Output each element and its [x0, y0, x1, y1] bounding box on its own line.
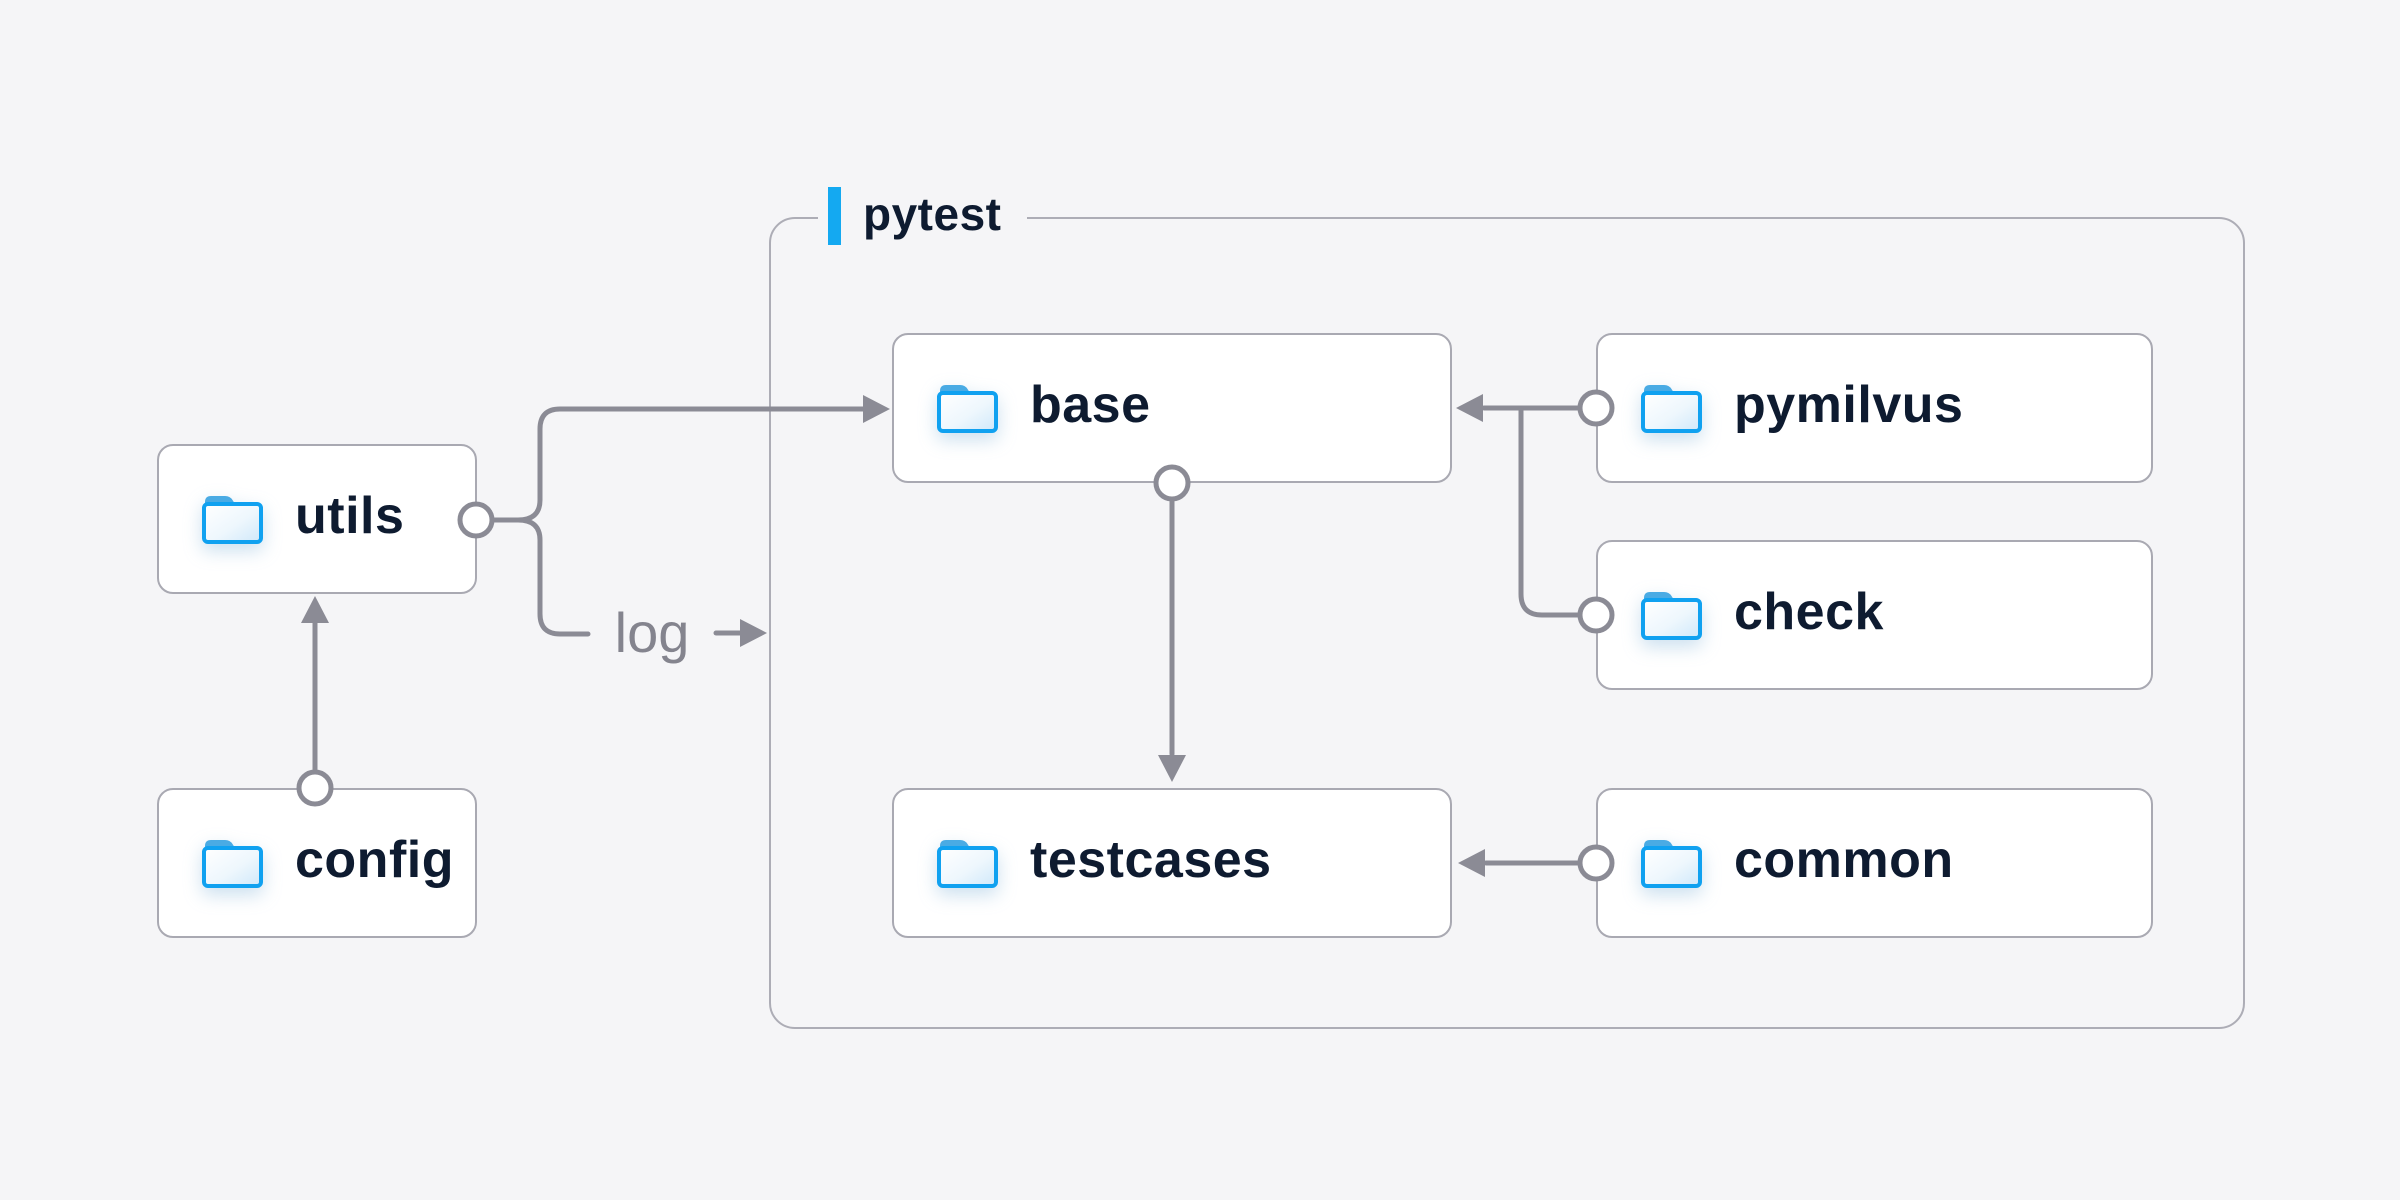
arrowhead-log — [740, 619, 767, 647]
folder-icon — [1641, 592, 1702, 640]
accent-bar — [828, 187, 841, 245]
node-config: config — [157, 788, 477, 938]
folder-icon — [937, 385, 998, 433]
edge-label-log: log — [614, 600, 690, 664]
folder-icon — [202, 840, 263, 888]
folder-icon — [1641, 840, 1702, 888]
node-label: testcases — [1030, 831, 1272, 889]
edge-utils-log — [515, 517, 591, 637]
node-label: utils — [295, 487, 405, 545]
node-base: base — [892, 333, 1452, 483]
pytest-group-label: pytest — [818, 182, 1028, 250]
node-label: common — [1734, 831, 1954, 889]
node-label: pymilvus — [1734, 376, 1964, 434]
node-pymilvus: pymilvus — [1596, 333, 2153, 483]
folder-icon — [937, 840, 998, 888]
node-common: common — [1596, 788, 2153, 938]
node-label: check — [1734, 583, 1884, 641]
pytest-group-label-text: pytest — [863, 188, 1002, 240]
folder-icon — [1641, 385, 1702, 433]
pytest-group-container — [769, 217, 2245, 1029]
node-utils: utils — [157, 444, 477, 594]
node-label: base — [1030, 376, 1151, 434]
node-label: config — [295, 831, 454, 889]
arrowhead-into-utils-bottom — [301, 596, 329, 623]
folder-icon — [202, 496, 263, 544]
node-check: check — [1596, 540, 2153, 690]
node-testcases: testcases — [892, 788, 1452, 938]
